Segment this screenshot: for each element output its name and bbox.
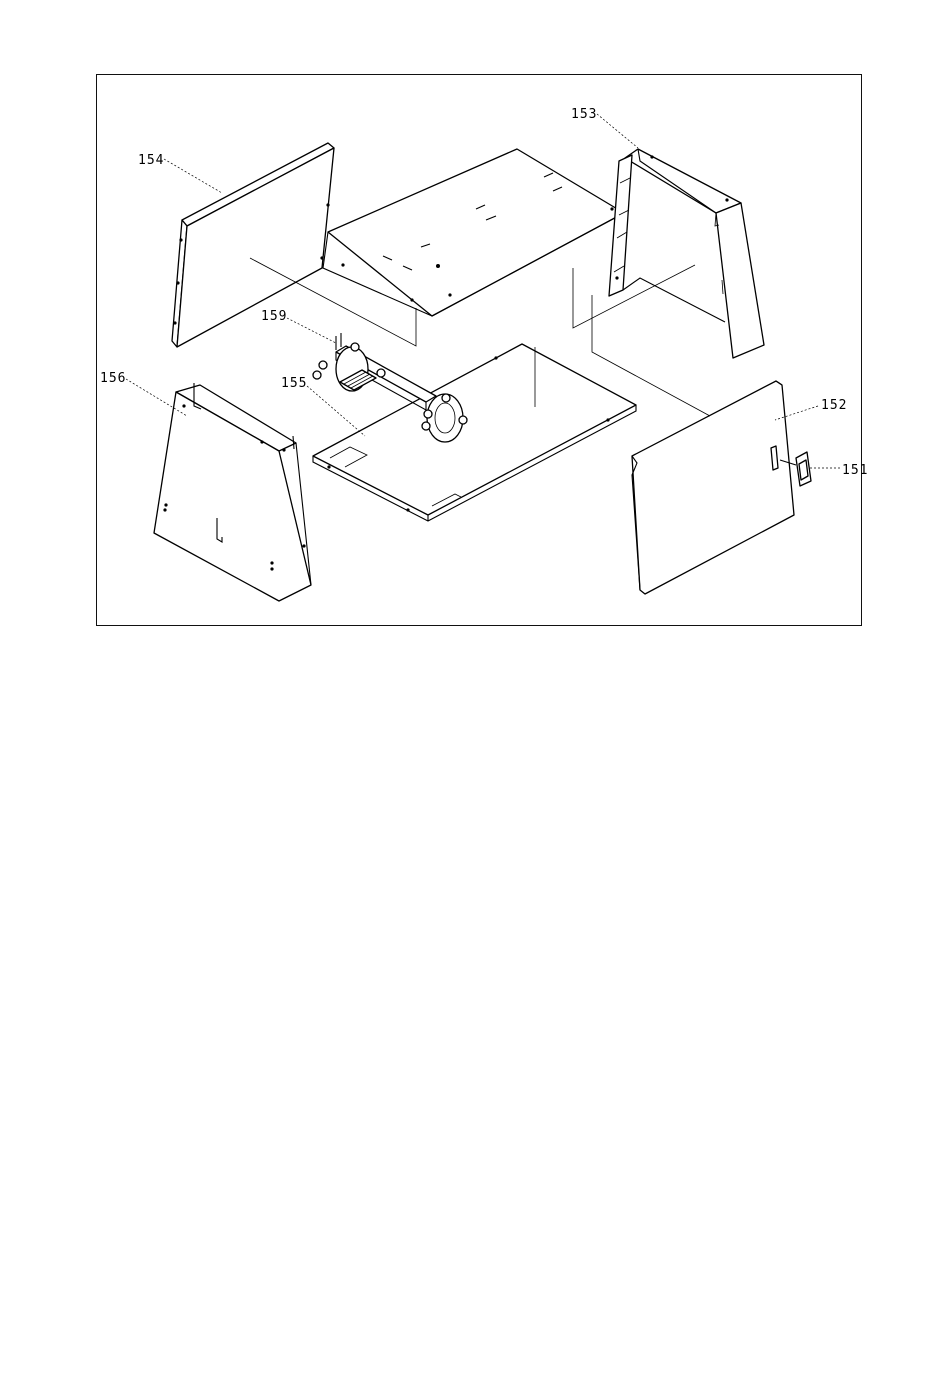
callout-151: 151 <box>842 463 868 478</box>
front-panel-152 <box>632 381 794 594</box>
side-panel-153 <box>609 149 764 358</box>
panel-154 <box>172 143 334 347</box>
callout-153: 153 <box>571 107 597 122</box>
callout-154: 154 <box>138 153 164 168</box>
callout-152: 152 <box>821 398 847 413</box>
top-panel <box>323 149 624 316</box>
callout-159: 159 <box>261 309 287 324</box>
side-panel-156 <box>154 383 311 601</box>
callout-156: 156 <box>100 371 126 386</box>
callout-155: 155 <box>281 376 307 391</box>
